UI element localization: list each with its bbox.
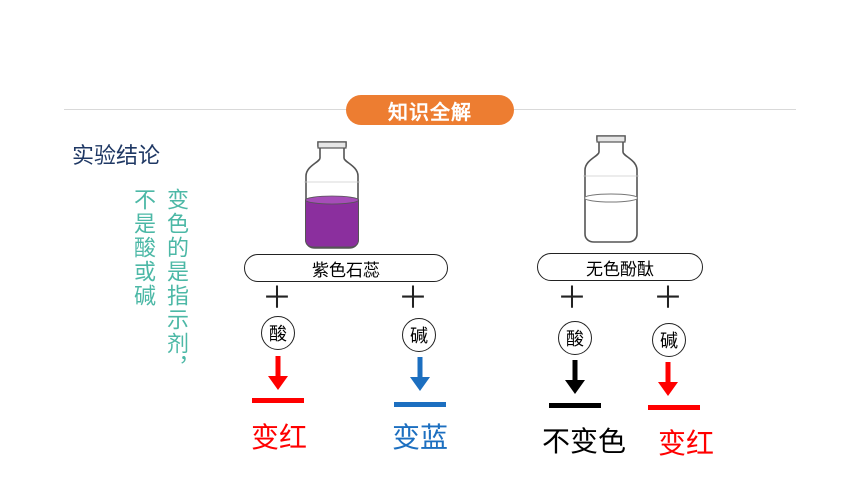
result-text: 变红 — [251, 421, 308, 454]
indicator-litmus-label: 紫色石蕊 — [244, 254, 448, 282]
plus-sign: ＋ — [653, 281, 683, 316]
side-note-line1: 变色的是指示剂， — [163, 188, 188, 380]
arrow-down-icon — [268, 356, 288, 390]
reagent-base: 碱 — [402, 318, 436, 352]
result-bar — [394, 402, 446, 407]
result-text: 不变色 — [542, 425, 627, 458]
arrow-down-icon — [658, 362, 678, 396]
result-text: 变红 — [658, 427, 715, 460]
result-bar — [648, 405, 700, 410]
reagent-acid: 酸 — [261, 316, 295, 350]
arrow-down-icon — [565, 360, 585, 394]
result-bar — [549, 403, 601, 408]
reagent-base: 碱 — [652, 323, 686, 357]
section-header: 知识全解 — [346, 95, 514, 125]
plus-sign: ＋ — [557, 281, 587, 316]
side-note-line2: 不是酸或碱 — [130, 188, 155, 308]
reagent-acid: 酸 — [558, 321, 592, 355]
section-label: 实验结论 — [72, 144, 161, 169]
plus-sign: ＋ — [398, 281, 428, 316]
phenolphthalein-bottle-icon — [583, 135, 639, 243]
result-text: 变蓝 — [392, 421, 449, 454]
indicator-phenolphthalein-label: 无色酚酞 — [537, 253, 703, 281]
plus-sign: ＋ — [262, 281, 292, 316]
result-bar — [252, 398, 304, 403]
litmus-bottle-icon — [304, 141, 360, 249]
arrow-down-icon — [410, 357, 430, 391]
